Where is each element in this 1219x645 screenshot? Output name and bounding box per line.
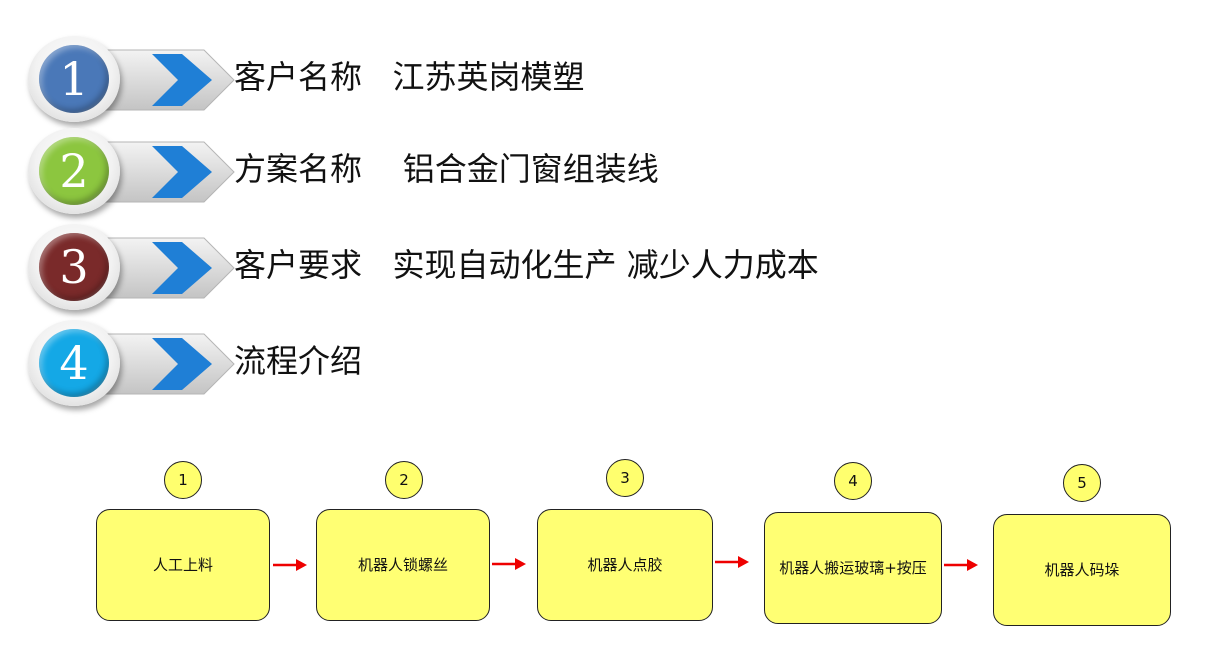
chevron-arrow-icon (100, 49, 235, 111)
item-text: 流程介绍 (234, 342, 363, 380)
flow-arrow-icon (944, 559, 978, 571)
badge-number: 3 (39, 233, 109, 301)
item-text: 方案名称 铝合金门窗组装线 (234, 150, 659, 188)
step-box-2: 机器人锁螺丝 (316, 509, 490, 621)
number-badge: 3 (28, 224, 120, 310)
chevron-arrow-icon (100, 141, 235, 203)
badge-number: 4 (39, 329, 109, 397)
step-number-3: 3 (606, 459, 644, 497)
item-row-1: 1 客户名称 江苏英岗模塑 (28, 36, 1128, 122)
number-badge: 2 (28, 128, 120, 214)
item-row-3: 3 客户要求 实现自动化生产 减少人力成本 (28, 224, 1128, 310)
chevron-arrow-icon (100, 333, 235, 395)
item-row-2: 2 方案名称 铝合金门窗组装线 (28, 128, 1128, 214)
flow-arrow-icon (715, 556, 749, 568)
number-badge: 1 (28, 36, 120, 122)
step-number-5: 5 (1063, 464, 1101, 502)
badge-number: 1 (39, 45, 109, 113)
step-number-4: 4 (834, 462, 872, 500)
step-number-1: 1 (164, 461, 202, 499)
flow-arrow-icon (492, 558, 526, 570)
chevron-arrow-icon (100, 237, 235, 299)
item-text: 客户名称 江苏英岗模塑 (234, 58, 585, 96)
number-badge: 4 (28, 320, 120, 406)
item-text: 客户要求 实现自动化生产 减少人力成本 (234, 246, 819, 284)
step-box-3: 机器人点胶 (537, 509, 713, 621)
step-box-1: 人工上料 (96, 509, 270, 621)
badge-number: 2 (39, 137, 109, 205)
step-box-5: 机器人码垛 (993, 514, 1171, 626)
step-box-4: 机器人搬运玻璃+按压 (764, 512, 942, 624)
item-row-4: 4 流程介绍 (28, 320, 1128, 406)
step-number-2: 2 (385, 461, 423, 499)
flow-arrow-icon (273, 559, 307, 571)
